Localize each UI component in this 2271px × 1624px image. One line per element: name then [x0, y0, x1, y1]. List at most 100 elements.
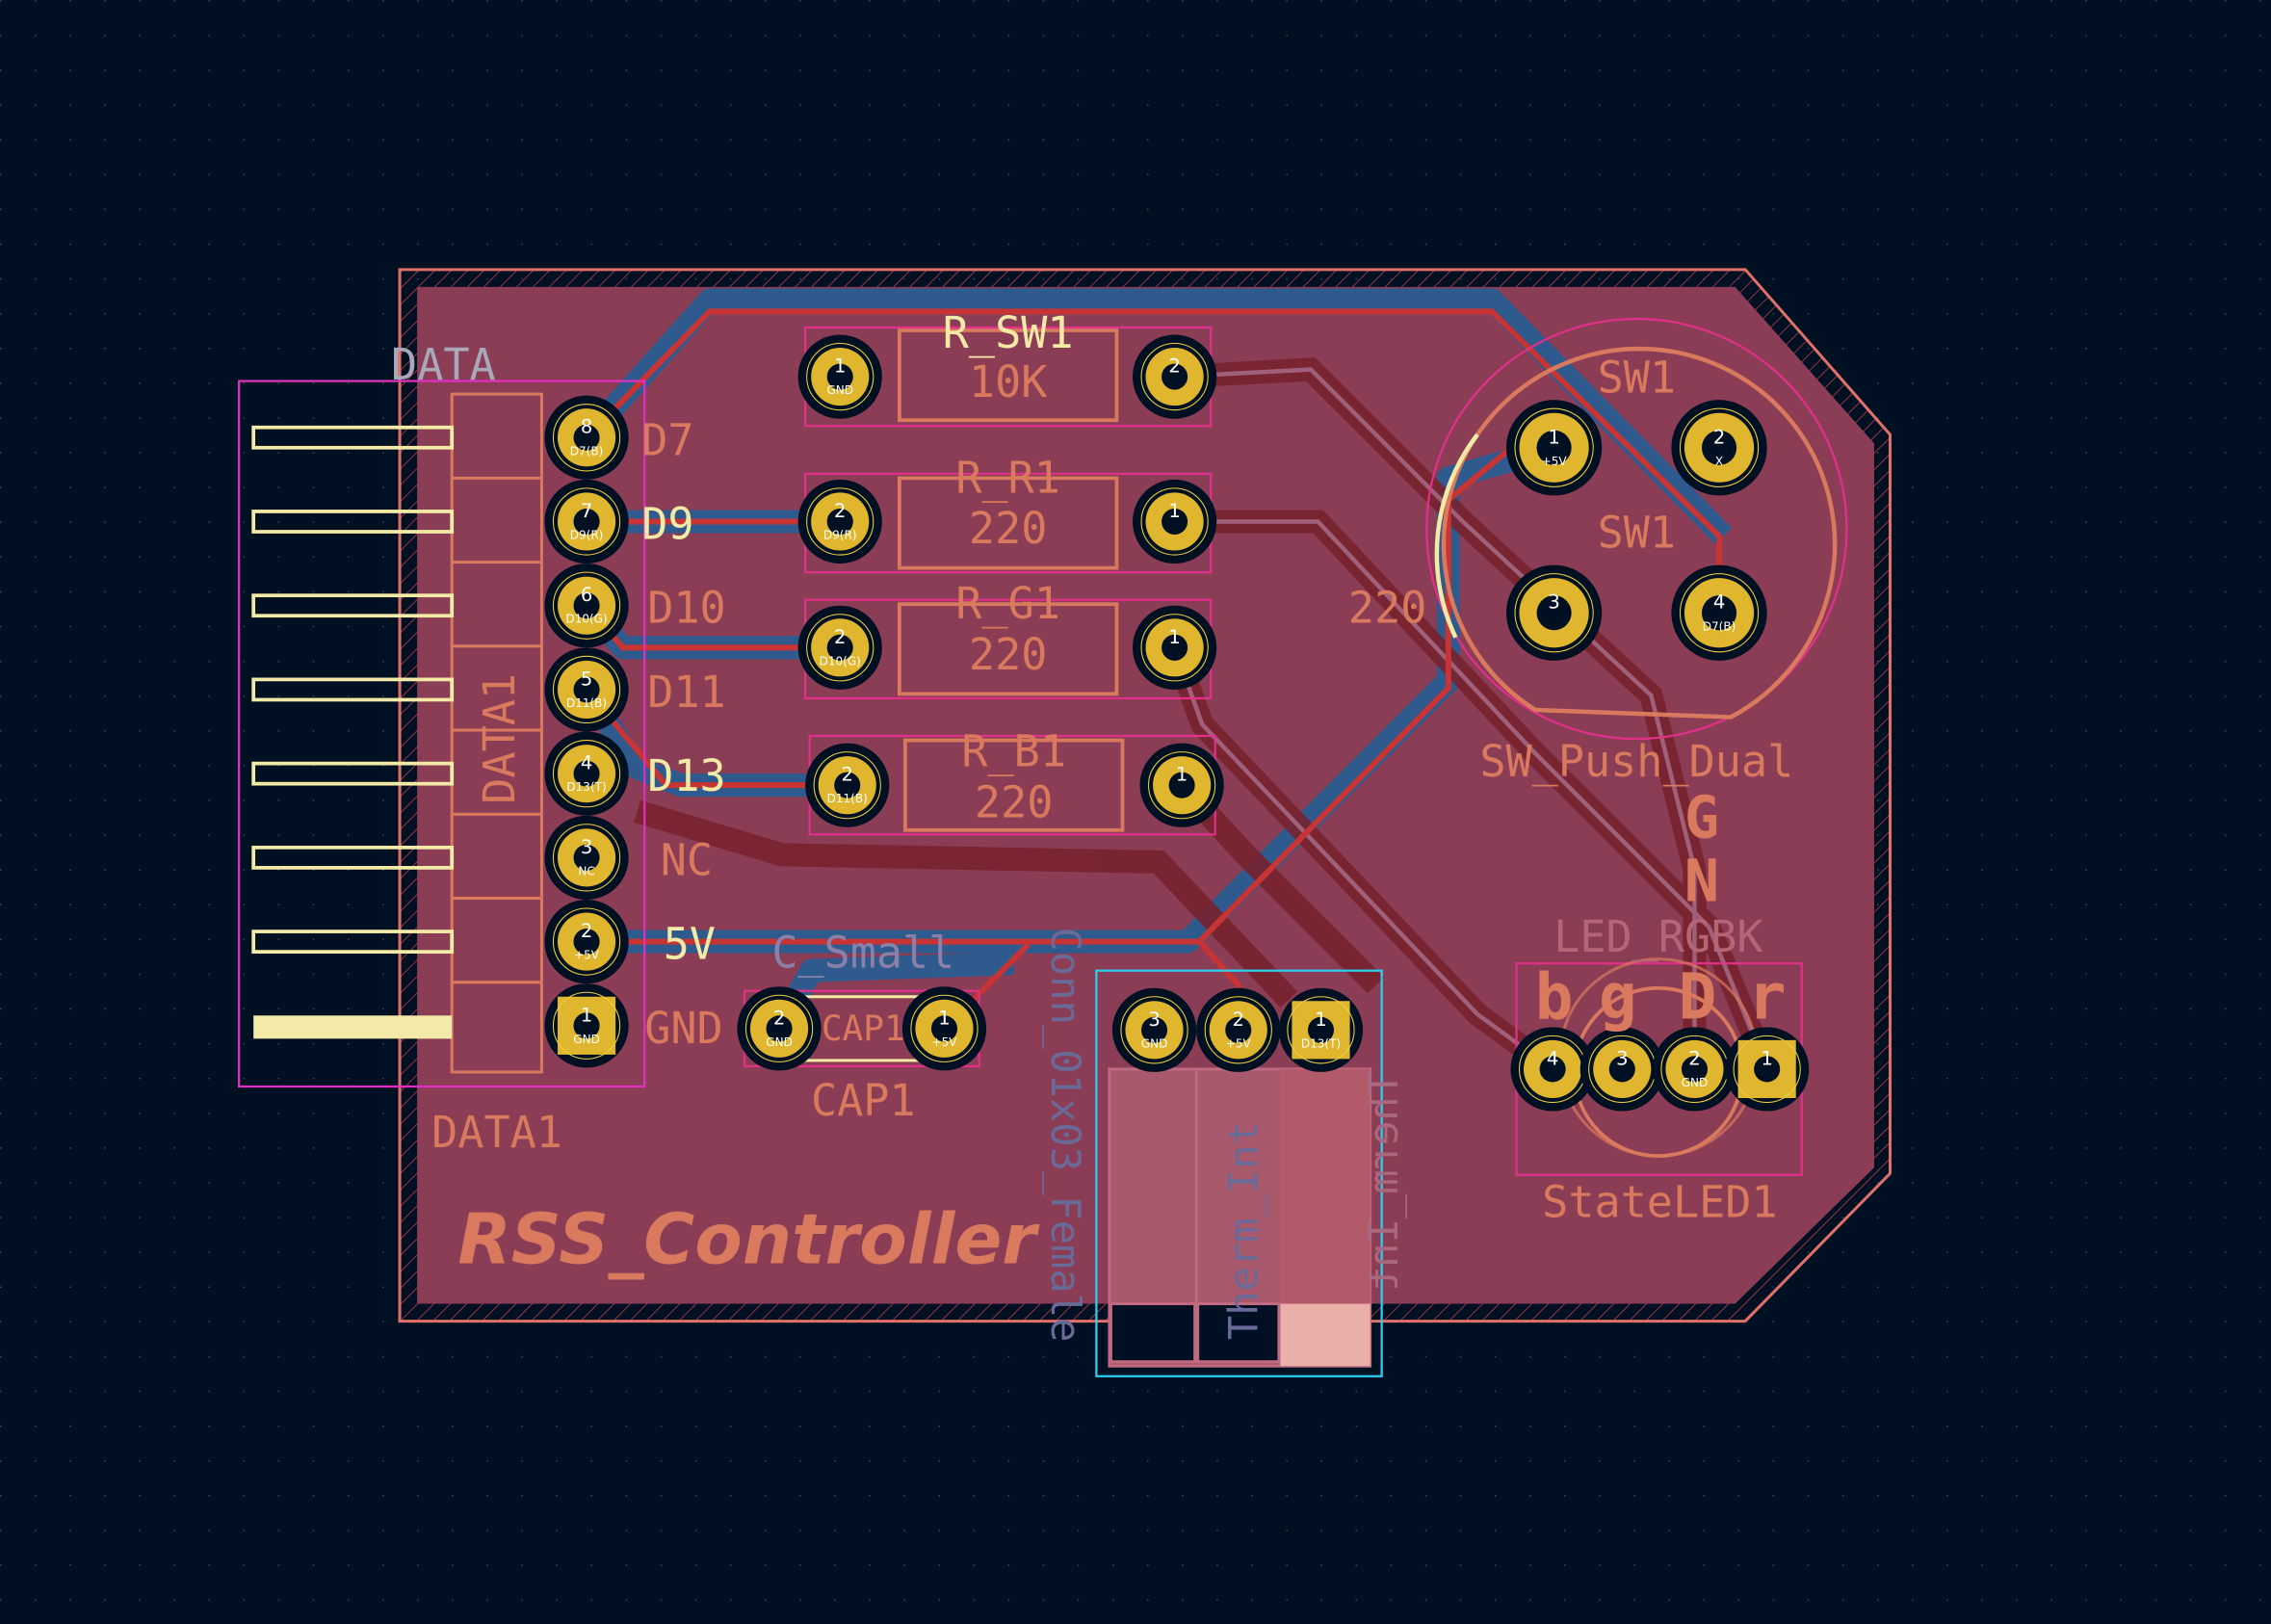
drill-hole — [1701, 595, 1737, 631]
sw1-pad[interactable]: 2X — [1671, 400, 1767, 496]
led-letter-b: b — [1535, 959, 1574, 1034]
pad-net-name: D13(T) — [566, 780, 606, 794]
led-value: LED_RGBK — [1553, 911, 1762, 962]
pad-net-name: D7(B) — [570, 444, 604, 458]
pad-outline — [1120, 996, 1188, 1064]
drill-hole — [573, 424, 600, 451]
drill-hole — [1681, 1056, 1709, 1083]
data-header-label: DATA — [391, 339, 496, 390]
pad-outline — [1287, 996, 1355, 1064]
pad-net-name: D7(B) — [1703, 619, 1736, 633]
pad-net-name: GND — [766, 1035, 793, 1049]
therm-pad[interactable]: 2+5V — [1196, 987, 1281, 1072]
pad-number: 2 — [842, 764, 853, 786]
r-b1-pad[interactable]: 1 — [1139, 743, 1224, 827]
drill-hole — [1225, 1016, 1252, 1043]
r-sw1-pad[interactable]: 2 — [1132, 334, 1217, 419]
gnd-letter-g: G — [1684, 784, 1719, 851]
pad-outline — [1140, 614, 1209, 682]
data1-pad[interactable]: 3NC — [544, 815, 629, 900]
r-g1-pad[interactable]: 1 — [1132, 605, 1217, 690]
drill-hole — [573, 844, 600, 871]
pad-outline — [1679, 407, 1760, 487]
net-label-5v: 5V — [664, 919, 716, 970]
drill-hole — [1536, 595, 1572, 631]
cap-ref-fab: CAP1 — [822, 1008, 905, 1049]
drill-hole — [826, 363, 853, 390]
r-sw1-ref: R_SW1 — [943, 307, 1074, 358]
pad-net-name: X — [1715, 455, 1723, 468]
pad-number: 2 — [1168, 355, 1180, 378]
cap1-pad[interactable]: 1+5V — [901, 986, 987, 1071]
pad-outline — [806, 487, 874, 556]
r-b1-ref: R_B1 — [961, 726, 1066, 777]
drill-hole — [1608, 1056, 1635, 1083]
sw1-pad[interactable]: 4D7(B) — [1671, 564, 1767, 661]
pad-outline — [1514, 407, 1594, 487]
therm-footprint — [1095, 969, 1383, 1377]
sw1-pad[interactable]: 3 — [1505, 564, 1603, 661]
drill-hole — [573, 592, 600, 619]
cap-value: C_Small — [771, 928, 954, 979]
pad-outline — [552, 907, 621, 976]
therm-ref-fab: Therm_Int — [1360, 1072, 1407, 1292]
pad-number: 1 — [938, 1007, 950, 1029]
led-pad[interactable]: 1 — [1725, 1027, 1810, 1112]
pad-outline — [552, 404, 621, 472]
net-label-d13: D13 — [647, 750, 725, 801]
pad-net-name: GND — [1141, 1036, 1168, 1050]
pad-outline — [552, 740, 621, 808]
pad-outline — [552, 991, 621, 1060]
led-letter-r: r — [1748, 959, 1787, 1034]
r-r1-pad[interactable]: 2D9(R) — [797, 479, 882, 564]
pad-outline — [813, 751, 881, 820]
pad-net-name: GND — [826, 383, 853, 397]
sw1-ref: SW1 — [1598, 353, 1676, 404]
led-pad[interactable]: 4 — [1510, 1027, 1595, 1112]
pad-number: 1 — [1176, 764, 1188, 786]
data1-pad[interactable]: 7D9(R) — [544, 479, 629, 564]
net-label-d11: D11 — [647, 667, 725, 718]
drill-hole — [1536, 430, 1572, 465]
data1-pad[interactable]: 2+5V — [544, 899, 629, 984]
drill-hole — [930, 1015, 958, 1042]
pad-net-name: D9(R) — [570, 529, 604, 542]
drill-hole — [1701, 430, 1737, 465]
pad-net-name: D9(R) — [823, 529, 857, 542]
data1-pad[interactable]: 8D7(B) — [544, 395, 629, 480]
data1-value: DATA1 — [474, 673, 525, 804]
pad-outline — [806, 614, 874, 682]
r-r1-pad[interactable]: 1 — [1132, 479, 1217, 564]
pad-outline — [1514, 573, 1594, 653]
led-pad[interactable]: 3 — [1579, 1027, 1664, 1112]
drill-hole — [1539, 1056, 1566, 1083]
pad-number: 2 — [1688, 1047, 1700, 1069]
sw1-footprint — [1425, 317, 1848, 741]
pad-net-name: D13(T) — [1301, 1036, 1341, 1050]
drill-hole — [1754, 1056, 1781, 1083]
drill-hole — [573, 508, 600, 536]
r-g1-ref: R_G1 — [955, 578, 1060, 629]
led-letter-g: g — [1599, 959, 1637, 1034]
drill-hole — [573, 929, 600, 956]
sw1-pad[interactable]: 1+5V — [1505, 400, 1603, 496]
pad-outline — [1140, 342, 1209, 411]
pad-net-name: +5V — [1226, 1036, 1252, 1050]
pad-number: 4 — [581, 752, 592, 774]
pad-number: 2 — [581, 920, 592, 942]
cap-ref: CAP1 — [811, 1075, 916, 1126]
r-b1-value: 220 — [975, 776, 1053, 827]
pad-net-name: GND — [573, 1033, 600, 1046]
